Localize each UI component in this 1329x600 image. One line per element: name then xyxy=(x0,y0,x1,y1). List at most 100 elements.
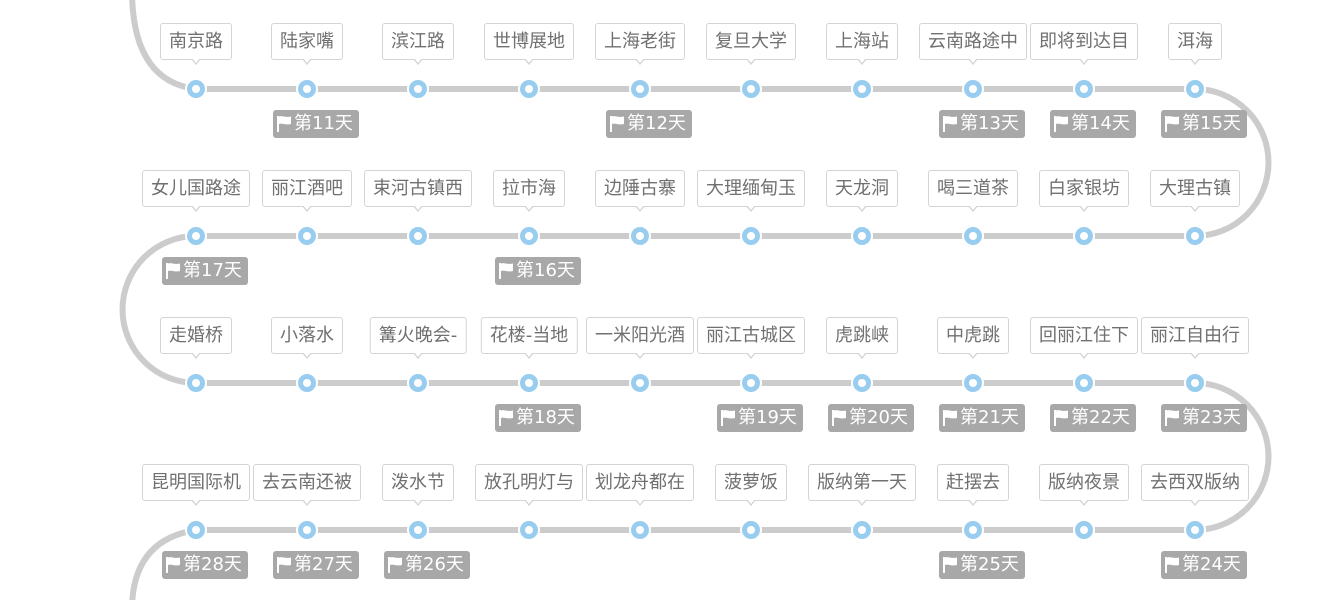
label-pointer xyxy=(413,58,423,65)
stop-node[interactable] xyxy=(1184,78,1206,100)
stop-node[interactable] xyxy=(740,225,762,247)
stop-node[interactable] xyxy=(851,519,873,541)
stop-label[interactable]: 陆家嘴 xyxy=(271,23,343,60)
label-pointer xyxy=(191,499,201,506)
stop-node[interactable] xyxy=(1073,225,1095,247)
stop-label[interactable]: 丽江古城区 xyxy=(697,317,805,354)
stop-label[interactable]: 白家银坊 xyxy=(1039,170,1129,207)
stop-label[interactable]: 世博展地 xyxy=(484,23,574,60)
stop-label[interactable]: 女儿国路途 xyxy=(142,170,250,207)
label-pointer xyxy=(1079,499,1089,506)
stop-node[interactable] xyxy=(740,78,762,100)
stop-label[interactable]: 一米阳光酒 xyxy=(586,317,694,354)
stop-label[interactable]: 篝火晚会- xyxy=(369,317,467,354)
label-pointer xyxy=(191,58,201,65)
stop-node[interactable] xyxy=(518,372,540,394)
stop-label[interactable]: 菠萝饭 xyxy=(715,464,787,501)
label-pointer xyxy=(857,499,867,506)
stop-label[interactable]: 边陲古寨 xyxy=(595,170,685,207)
stop-label[interactable]: 昆明国际机 xyxy=(142,464,250,501)
stop-node[interactable] xyxy=(740,372,762,394)
label-pointer xyxy=(635,205,645,212)
day-badge-text: 第17天 xyxy=(183,260,242,281)
day-badge: 第16天 xyxy=(495,257,581,285)
stop-label[interactable]: 版纳夜景 xyxy=(1039,464,1129,501)
stop-label[interactable]: 上海站 xyxy=(826,23,898,60)
stop-label[interactable]: 走婚桥 xyxy=(160,317,232,354)
stop-label[interactable]: 大理古镇 xyxy=(1150,170,1240,207)
stop-label[interactable]: 赶摆去 xyxy=(937,464,1009,501)
stop-label[interactable]: 丽江酒吧 xyxy=(262,170,352,207)
stop-node[interactable] xyxy=(962,225,984,247)
stop-node[interactable] xyxy=(296,225,318,247)
stop-label[interactable]: 放孔明灯与 xyxy=(475,464,583,501)
stop-label[interactable]: 南京路 xyxy=(160,23,232,60)
stop-node[interactable] xyxy=(629,225,651,247)
stop-label[interactable]: 去云南还被 xyxy=(253,464,361,501)
stop-node[interactable] xyxy=(185,519,207,541)
stop-node[interactable] xyxy=(518,519,540,541)
stop-node[interactable] xyxy=(740,519,762,541)
stop-label[interactable]: 小落水 xyxy=(271,317,343,354)
day-badge-text: 第25天 xyxy=(960,554,1019,575)
stop-node[interactable] xyxy=(629,372,651,394)
stop-node[interactable] xyxy=(851,225,873,247)
stop-label[interactable]: 即将到达目 xyxy=(1030,23,1138,60)
stop-node[interactable] xyxy=(407,372,429,394)
stop-node[interactable] xyxy=(518,78,540,100)
stop-node[interactable] xyxy=(962,78,984,100)
label-pointer xyxy=(968,352,978,359)
label-pointer xyxy=(524,499,534,506)
stop-label[interactable]: 泼水节 xyxy=(382,464,454,501)
stop-node[interactable] xyxy=(296,372,318,394)
stop-node[interactable] xyxy=(629,78,651,100)
stop-node[interactable] xyxy=(851,78,873,100)
stop-node[interactable] xyxy=(185,372,207,394)
stop-node[interactable] xyxy=(1184,519,1206,541)
flag-icon xyxy=(1054,410,1068,426)
label-pointer xyxy=(635,499,645,506)
stop-node[interactable] xyxy=(962,519,984,541)
stop-label[interactable]: 花楼-当地 xyxy=(480,317,578,354)
stop-label[interactable]: 上海老街 xyxy=(595,23,685,60)
stop-node[interactable] xyxy=(296,519,318,541)
stop-label[interactable]: 云南路途中 xyxy=(919,23,1027,60)
stop-node[interactable] xyxy=(407,225,429,247)
stop-label[interactable]: 大理缅甸玉 xyxy=(697,170,805,207)
stop-label[interactable]: 拉市海 xyxy=(493,170,565,207)
stop-node[interactable] xyxy=(407,519,429,541)
stop-label[interactable]: 束河古镇西 xyxy=(364,170,472,207)
stop-label[interactable]: 洱海 xyxy=(1168,23,1222,60)
stop-node[interactable] xyxy=(1184,225,1206,247)
stop-node[interactable] xyxy=(962,372,984,394)
stop-label[interactable]: 中虎跳 xyxy=(937,317,1009,354)
stop-label[interactable]: 虎跳峡 xyxy=(826,317,898,354)
flag-icon xyxy=(277,557,291,573)
stop-node[interactable] xyxy=(1184,372,1206,394)
stop-node[interactable] xyxy=(629,519,651,541)
stop-node[interactable] xyxy=(1073,519,1095,541)
stop-label[interactable]: 去西双版纳 xyxy=(1141,464,1249,501)
label-pointer xyxy=(524,352,534,359)
stop-label[interactable]: 复旦大学 xyxy=(706,23,796,60)
stop-node[interactable] xyxy=(407,78,429,100)
stop-label[interactable]: 滨江路 xyxy=(382,23,454,60)
stop-node[interactable] xyxy=(296,78,318,100)
stop-label[interactable]: 划龙舟都在 xyxy=(586,464,694,501)
day-badge-text: 第16天 xyxy=(516,260,575,281)
stop-label[interactable]: 回丽江住下 xyxy=(1030,317,1138,354)
stop-node[interactable] xyxy=(851,372,873,394)
stop-node[interactable] xyxy=(518,225,540,247)
stop-label[interactable]: 喝三道茶 xyxy=(928,170,1018,207)
stop-label[interactable]: 版纳第一天 xyxy=(808,464,916,501)
stop-node[interactable] xyxy=(1073,78,1095,100)
day-badge: 第19天 xyxy=(717,404,803,432)
label-pointer xyxy=(746,499,756,506)
stop-label[interactable]: 天龙洞 xyxy=(826,170,898,207)
stop-node[interactable] xyxy=(1073,372,1095,394)
label-pointer xyxy=(857,205,867,212)
stop-node[interactable] xyxy=(185,225,207,247)
stop-node[interactable] xyxy=(185,78,207,100)
stop-label[interactable]: 丽江自由行 xyxy=(1141,317,1249,354)
